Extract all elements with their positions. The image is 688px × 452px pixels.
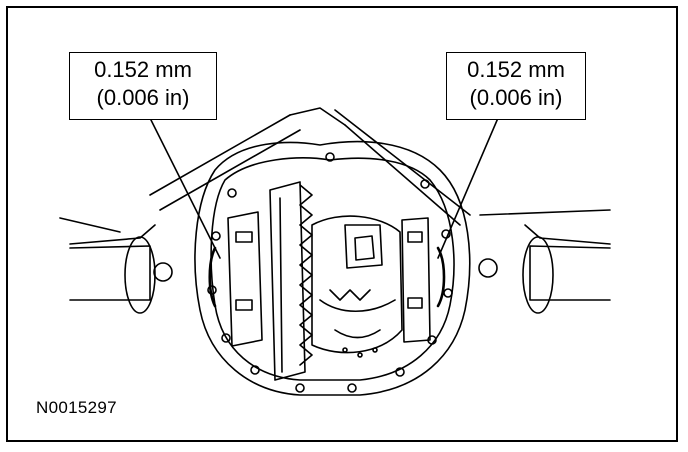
left-flange-bolt: [153, 262, 173, 282]
left-axle-tube: [69, 245, 151, 301]
right-callout-mm: 0.152 mm: [467, 57, 565, 82]
right-callout-in: (0.006 in): [469, 85, 563, 110]
housing-outline: [194, 140, 471, 396]
right-leader: [437, 117, 499, 259]
right-bearing-cap: [401, 217, 431, 343]
right-flange: [522, 236, 554, 314]
ring-gear: [269, 181, 306, 381]
housing-inner: [210, 157, 455, 381]
right-flange-bolt: [478, 258, 498, 278]
right-axle-tube: [529, 245, 611, 301]
left-shim: [208, 246, 217, 308]
figure-id: N0015297: [36, 398, 117, 417]
left-leader: [149, 117, 221, 259]
left-bearing-cap: [227, 211, 263, 347]
left-shim-spec-callout: 0.152 mm (0.006 in): [69, 52, 217, 120]
left-callout-mm: 0.152 mm: [94, 57, 192, 82]
right-shim-spec-callout: 0.152 mm (0.006 in): [446, 52, 586, 120]
differential-case: [311, 215, 403, 354]
left-callout-in: (0.006 in): [96, 85, 190, 110]
